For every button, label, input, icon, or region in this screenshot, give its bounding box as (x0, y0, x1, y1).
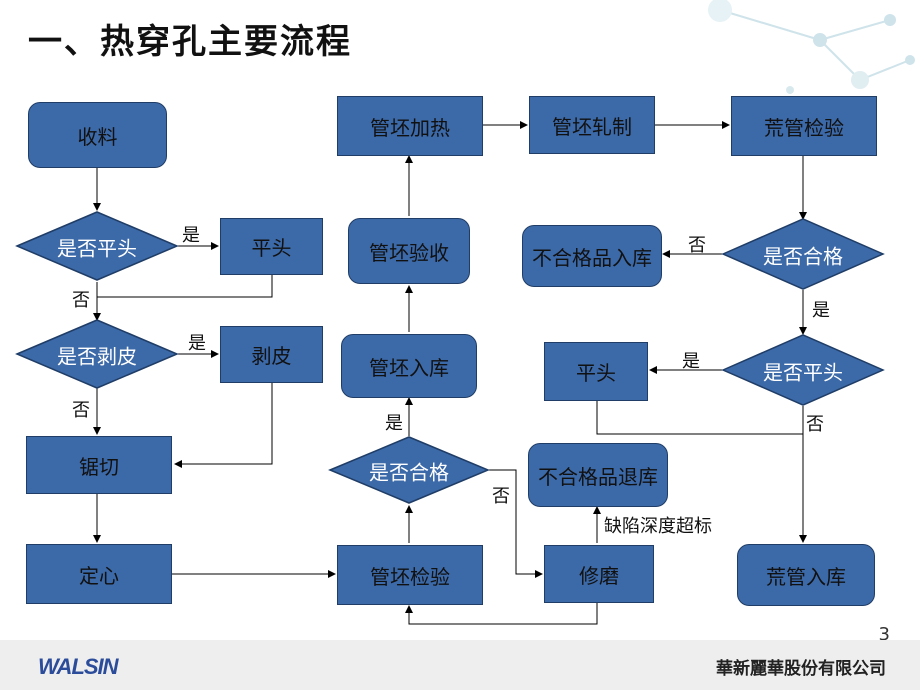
edge-label-no-qualified-tube: 否 (688, 235, 706, 256)
edge-label-yes-qualified-billet: 是 (385, 413, 403, 434)
diamond-is-flat-head-2 (721, 334, 885, 406)
page-number: 3 (878, 624, 890, 645)
diamond-label-is-flat-head-2: 是否平头 (763, 360, 843, 385)
node-billet-roll: 管坯轧制 (529, 96, 655, 154)
node-billet-inspect: 管坯检验 (337, 545, 483, 605)
node-receive: 收料 (28, 102, 167, 168)
node-saw-cut: 锯切 (26, 436, 172, 494)
diamond-is-peel (15, 319, 179, 389)
node-tube-store: 荒管入库 (737, 544, 875, 606)
edge-label-yes-peel: 是 (188, 333, 206, 354)
edge-label-no-flat-2: 否 (806, 414, 824, 435)
company-logo: WALSIN (38, 654, 119, 680)
node-flat-head-2: 平头 (544, 342, 648, 401)
logo-text: WALSIN (38, 654, 119, 679)
node-reject-store: 不合格品入库 (522, 225, 662, 287)
node-flat-head: 平头 (220, 218, 323, 275)
node-reject-return: 不合格品退库 (528, 443, 668, 507)
edge-label-no-peel: 否 (72, 400, 90, 421)
node-billet-heat: 管坯加热 (337, 96, 483, 156)
decorative-network-graphic (708, 0, 915, 94)
node-center: 定心 (26, 544, 172, 604)
node-billet-accept: 管坯验收 (348, 218, 470, 284)
diamond-is-qualified-tube (721, 218, 885, 290)
footer-company-name: 華新麗華股份有限公司 (716, 659, 886, 679)
node-grind: 修磨 (544, 545, 654, 603)
node-billet-store: 管坯入库 (341, 334, 477, 398)
diamond-label-is-qualified-tube: 是否合格 (763, 244, 843, 269)
edge-label-no-qualified-billet: 否 (492, 486, 510, 507)
node-peel: 剥皮 (220, 326, 323, 383)
diamond-label-is-flat-head: 是否平头 (57, 236, 137, 261)
diamond-label-is-qualified-billet: 是否合格 (369, 460, 449, 485)
node-tube-inspect: 荒管检验 (731, 96, 877, 156)
edge-label-yes-flat: 是 (182, 225, 200, 246)
page-title: 一、热穿孔主要流程 (28, 22, 352, 62)
edge-label-yes-qualified-tube: 是 (812, 300, 830, 321)
edge-label-no-flat: 否 (72, 290, 90, 311)
diamond-is-qualified-billet (328, 436, 490, 504)
diamond-label-is-peel: 是否剥皮 (57, 344, 137, 369)
edge-label-defect-depth: 缺陷深度超标 (604, 516, 712, 537)
footer-bar (0, 640, 920, 690)
diamond-is-flat-head (15, 211, 179, 281)
edge-label-yes-flat-2: 是 (682, 351, 700, 372)
